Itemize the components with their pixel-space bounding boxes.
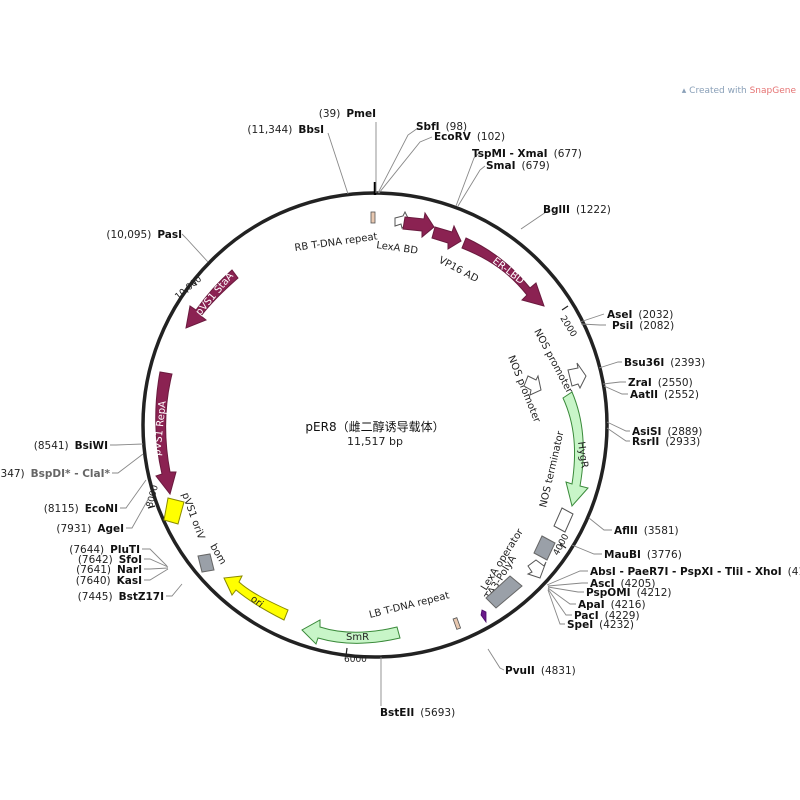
snapgene-credit: ▴ Created with SnapGene — [681, 86, 796, 96]
vp16-ad-arrow — [431, 224, 462, 250]
site-zrai: ZraI(2550) — [628, 377, 693, 389]
site-smai: SmaI(679) — [486, 160, 550, 172]
site-paci: PacI(4229) — [574, 610, 640, 622]
site-bsiwi: (8541)BsiWI — [34, 440, 108, 452]
site-pmei: (39)PmeI — [319, 108, 376, 120]
tick-2000: 2000 — [557, 314, 578, 339]
site-econi: (8115)EcoNI — [44, 503, 118, 515]
site-pvuii: PvuII(4831) — [505, 665, 576, 677]
site-rsrii: RsrII(2933) — [632, 436, 700, 448]
smr-arrow — [301, 619, 401, 645]
lb-tdna-repeat-box — [452, 617, 462, 630]
plasmid-size: 11,517 bp — [347, 435, 403, 448]
restriction-sites: (39)PmeI (11,344)BbsI SbfI(98) EcoRV(102… — [0, 108, 800, 719]
site-asci: AscI(4205) — [590, 578, 655, 590]
site-leader-lines — [110, 122, 630, 706]
pvs1-staa-arrow — [185, 269, 239, 329]
site-agei: (7931)AgeI — [56, 523, 124, 535]
bom-box — [197, 553, 215, 573]
site-aatii: AatII(2552) — [630, 389, 699, 401]
site-pspomi: PspOMI(4212) — [586, 587, 671, 599]
plasmid-title: pER8（雌二醇诱导载体） — [305, 419, 444, 434]
scale-ticks: 2000 4000 6000 8000 10,000 — [145, 274, 578, 665]
rb-tdna-repeat-label: RB T-DNA repeat — [294, 231, 378, 254]
site-bbsi: (11,344)BbsI — [247, 124, 324, 136]
site-ecorv: EcoRV(102) — [434, 131, 505, 143]
site-pluti: (7644)PluTI — [69, 544, 140, 556]
ta3-polya-box — [485, 575, 523, 609]
site-bglii: BglII(1222) — [543, 204, 611, 216]
site-aflii: AflII(3581) — [614, 525, 679, 537]
er-lbd-arrow — [461, 237, 545, 307]
site-spei: SpeI(4232) — [567, 619, 634, 631]
nos-terminator-label: NOS terminator — [538, 429, 566, 508]
tick-10000: 10,000 — [174, 274, 205, 302]
site-bsu36i: Bsu36I(2393) — [624, 357, 705, 369]
site-bsteii: BstEII(5693) — [380, 707, 455, 719]
lb-tdna-repeat-label: LB T-DNA repeat — [368, 590, 450, 621]
er-lbd-label: ER-LBD — [490, 256, 526, 287]
site-sfoi: (7642)SfoI — [78, 554, 142, 566]
snapgene-logo-icon: ▴ — [681, 86, 687, 96]
site-asisi: AsiSI(2889) — [632, 426, 702, 438]
site-asei: AseI(2032) — [607, 309, 673, 321]
site-kasi: (7640)KasI — [76, 575, 142, 587]
site-psii: PsiI(2082) — [612, 320, 674, 332]
pvs1-oriv-label: pVS1 oriV — [179, 491, 206, 541]
nos-promoter-outer-arrow — [567, 362, 587, 390]
site-absi-xhoi: AbsI - PaeR7I - PspXI - TliI - XhoI(4199… — [590, 566, 800, 578]
purple-small-feature — [480, 609, 487, 624]
site-nari: (7641)NarI — [76, 564, 142, 576]
rb-tdna-repeat-box — [370, 211, 376, 224]
hygr-arrow — [562, 391, 589, 508]
site-bspdi-clai: (8347)BspDI* - ClaI* — [0, 468, 111, 480]
nos-terminator-box — [553, 507, 574, 533]
site-tspmi-xmai: TspMI - XmaI(677) — [472, 148, 582, 160]
ori-arrow — [223, 575, 289, 621]
site-bstz17i: (7445)BstZ17I — [78, 591, 164, 603]
pvs1-repa-arrow — [155, 371, 177, 496]
site-apai: ApaI(4216) — [578, 599, 646, 611]
lexa-bd-cds-arrow — [402, 211, 435, 239]
vp16-ad-label: VP16 AD — [437, 255, 481, 285]
lexa-bd-label: LexA BD — [376, 240, 419, 257]
hygr-label: HygR — [575, 441, 590, 469]
grey-feature-box — [533, 535, 556, 561]
pvs1-oriv-box — [163, 497, 185, 525]
site-sbfi: SbfI(98) — [416, 121, 467, 133]
tick-6000: 6000 — [344, 655, 367, 665]
site-pasi: (10,095)PasI — [106, 229, 182, 241]
site-maubi: MauBI(3776) — [604, 549, 682, 561]
nos-promoter-inner-arrow — [523, 374, 542, 396]
smr-label: SmR — [346, 632, 369, 643]
lexa-operator-arrow — [526, 559, 547, 579]
